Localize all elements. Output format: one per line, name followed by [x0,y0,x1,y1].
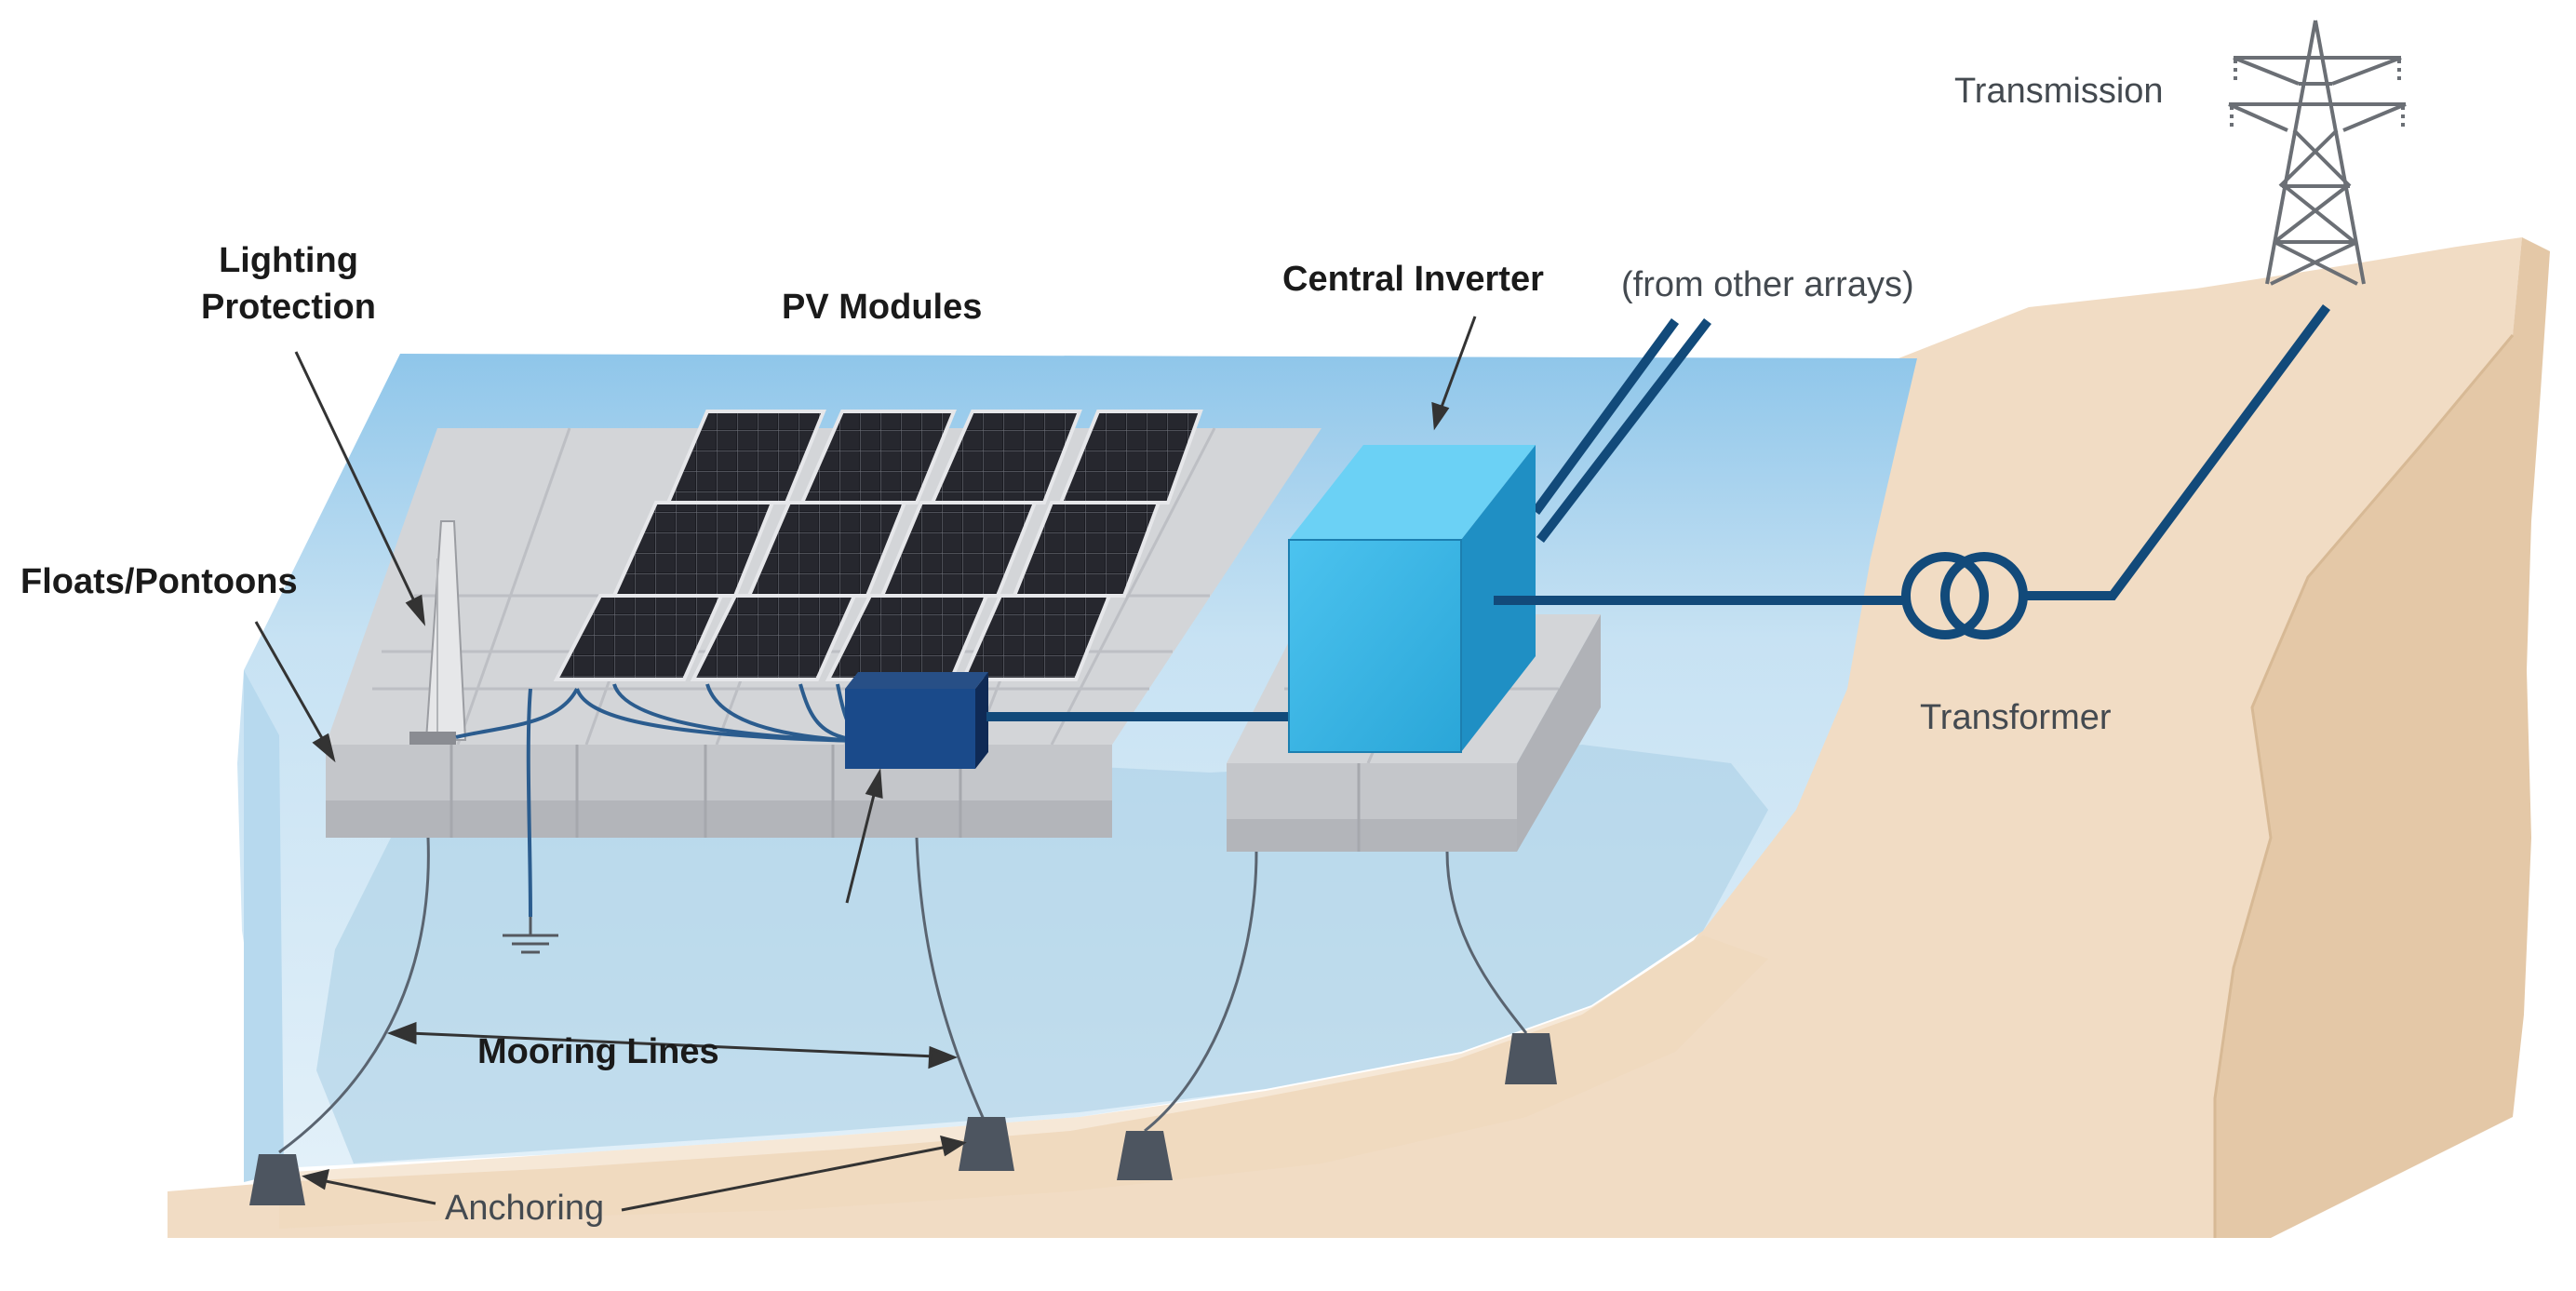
combiner-box [845,672,988,769]
central-inverter [1288,445,1536,753]
shore-land [168,237,2550,1238]
anchor-block [249,1154,305,1205]
anchors [249,1033,1557,1205]
pv-modules-label: PV Modules [782,288,982,327]
anchor-block [1117,1131,1173,1180]
ground-symbol-icon [503,917,558,954]
from-other-arrays-label: (from other arrays) [1621,265,1914,304]
mooring-lines [278,837,1528,1154]
central-inverter-label: Central Inverter [1282,260,1544,299]
transmission-tower-icon [2228,20,2407,286]
transformer-icon [1901,552,2028,639]
lighting-protection-label-line2: Protection [201,288,376,327]
cables-from-other-arrays [1531,317,1711,544]
annotation-arrows [254,316,1477,1212]
transmission-cable [2024,304,2331,600]
mooring-lines-label: Mooring Lines [477,1032,719,1071]
anchoring-label: Anchoring [445,1189,604,1228]
anchor-block [1505,1033,1557,1084]
lighting-protection-label-line1: Lighting [219,241,358,280]
lightning-rod-icon [409,520,467,745]
pv-modules [553,410,1203,681]
anchor-block [959,1117,1014,1171]
transmission-label: Transmission [1954,72,2164,111]
floats-pontoons-label: Floats/Pontoons [20,562,298,601]
transformer-label: Transformer [1920,698,2112,737]
